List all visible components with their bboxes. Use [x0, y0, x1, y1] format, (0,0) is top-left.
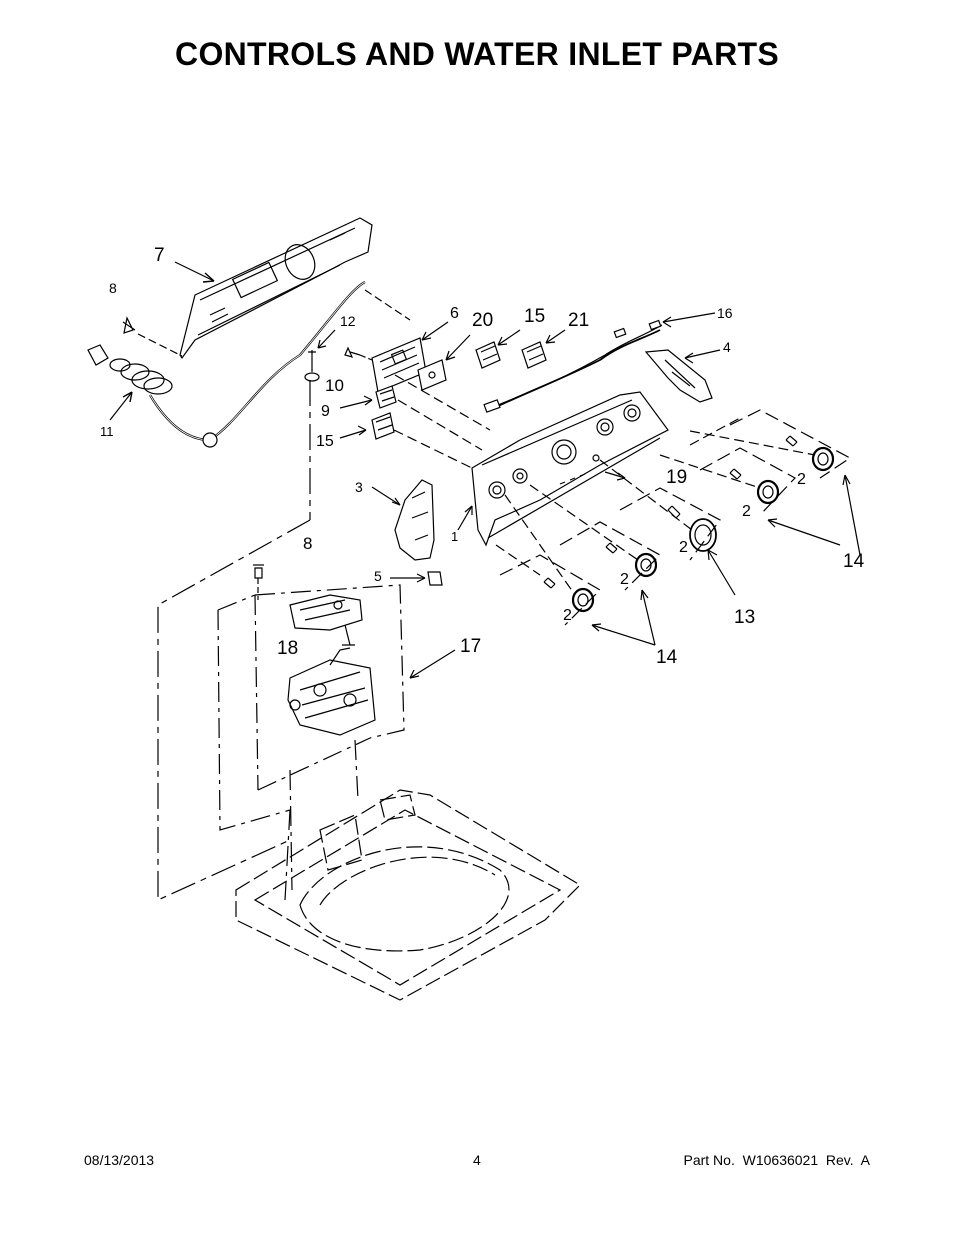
callout-2-e: 2	[563, 607, 572, 624]
knob-leader-lines	[495, 409, 861, 646]
callout-2-c: 2	[679, 539, 688, 556]
screw-part-8-top	[122, 316, 183, 357]
callout-11: 11	[100, 424, 114, 439]
water-inlet-assembly-part-17	[217, 584, 456, 831]
callout-2-a: 2	[797, 471, 806, 488]
switch-part-9	[339, 385, 483, 451]
footer-part-number: Part No. W10636021 Rev. A	[683, 1152, 870, 1168]
knob-part-14-right-2	[729, 468, 780, 505]
callout-16: 16	[717, 305, 733, 321]
callout-2-b: 2	[742, 503, 751, 520]
callout-14-right: 14	[843, 551, 865, 572]
callout-17: 17	[460, 636, 481, 657]
console-base-part-1	[457, 391, 669, 547]
power-cord-part-11	[87, 281, 411, 448]
knob-part-14-bottom-2	[543, 577, 595, 613]
callout-8-top: 8	[109, 280, 117, 296]
callout-2-d: 2	[620, 571, 629, 588]
callout-5: 5	[374, 568, 382, 584]
callout-10: 10	[325, 376, 344, 395]
end-cap-part-4	[644, 349, 721, 403]
console-panel-part-7	[174, 217, 373, 360]
callout-3: 3	[355, 479, 363, 495]
switch-part-21	[521, 329, 566, 369]
switch-part-15-left	[339, 374, 491, 471]
callout-6: 6	[450, 305, 459, 322]
callout-8-lower: 8	[303, 534, 312, 553]
callout-15-top: 15	[524, 306, 545, 327]
knob-part-14-bottom-1	[605, 542, 658, 578]
callout-14-bottom: 14	[656, 647, 678, 668]
switch-part-15-top	[475, 329, 521, 369]
knob-part-13	[667, 505, 736, 596]
page-title: CONTROLS AND WATER INLET PARTS	[175, 36, 779, 72]
callout-20: 20	[472, 310, 493, 331]
assembly-leader-lines	[157, 380, 359, 901]
footer-date: 08/13/2013	[84, 1152, 155, 1168]
water-valve-part-18	[287, 594, 376, 736]
board-bracket-part-20	[417, 334, 471, 391]
screw-part-8-lower	[253, 564, 264, 600]
callout-19: 19	[666, 467, 687, 488]
callout-1: 1	[451, 529, 458, 544]
washer-top-panel	[235, 789, 581, 1001]
clip-part-5	[390, 571, 443, 586]
callout-4: 4	[723, 339, 731, 355]
callout-7: 7	[154, 245, 165, 266]
footer-page-number: 4	[473, 1152, 481, 1168]
wire-harness-part-16	[483, 312, 716, 413]
callout-15-left: 15	[316, 433, 334, 450]
knob-part-14-right-1	[785, 435, 835, 472]
callout-labels: 7 8 11 12 10 6 20 15 21 16 4 9 15 19 3 1…	[100, 245, 865, 668]
callout-13: 13	[734, 607, 755, 628]
end-cap-part-3	[371, 479, 435, 561]
callout-18: 18	[277, 638, 298, 659]
cord-clamp-part-12	[304, 329, 373, 382]
callout-12: 12	[340, 313, 356, 329]
callout-9: 9	[321, 403, 330, 420]
callout-21: 21	[568, 310, 589, 331]
